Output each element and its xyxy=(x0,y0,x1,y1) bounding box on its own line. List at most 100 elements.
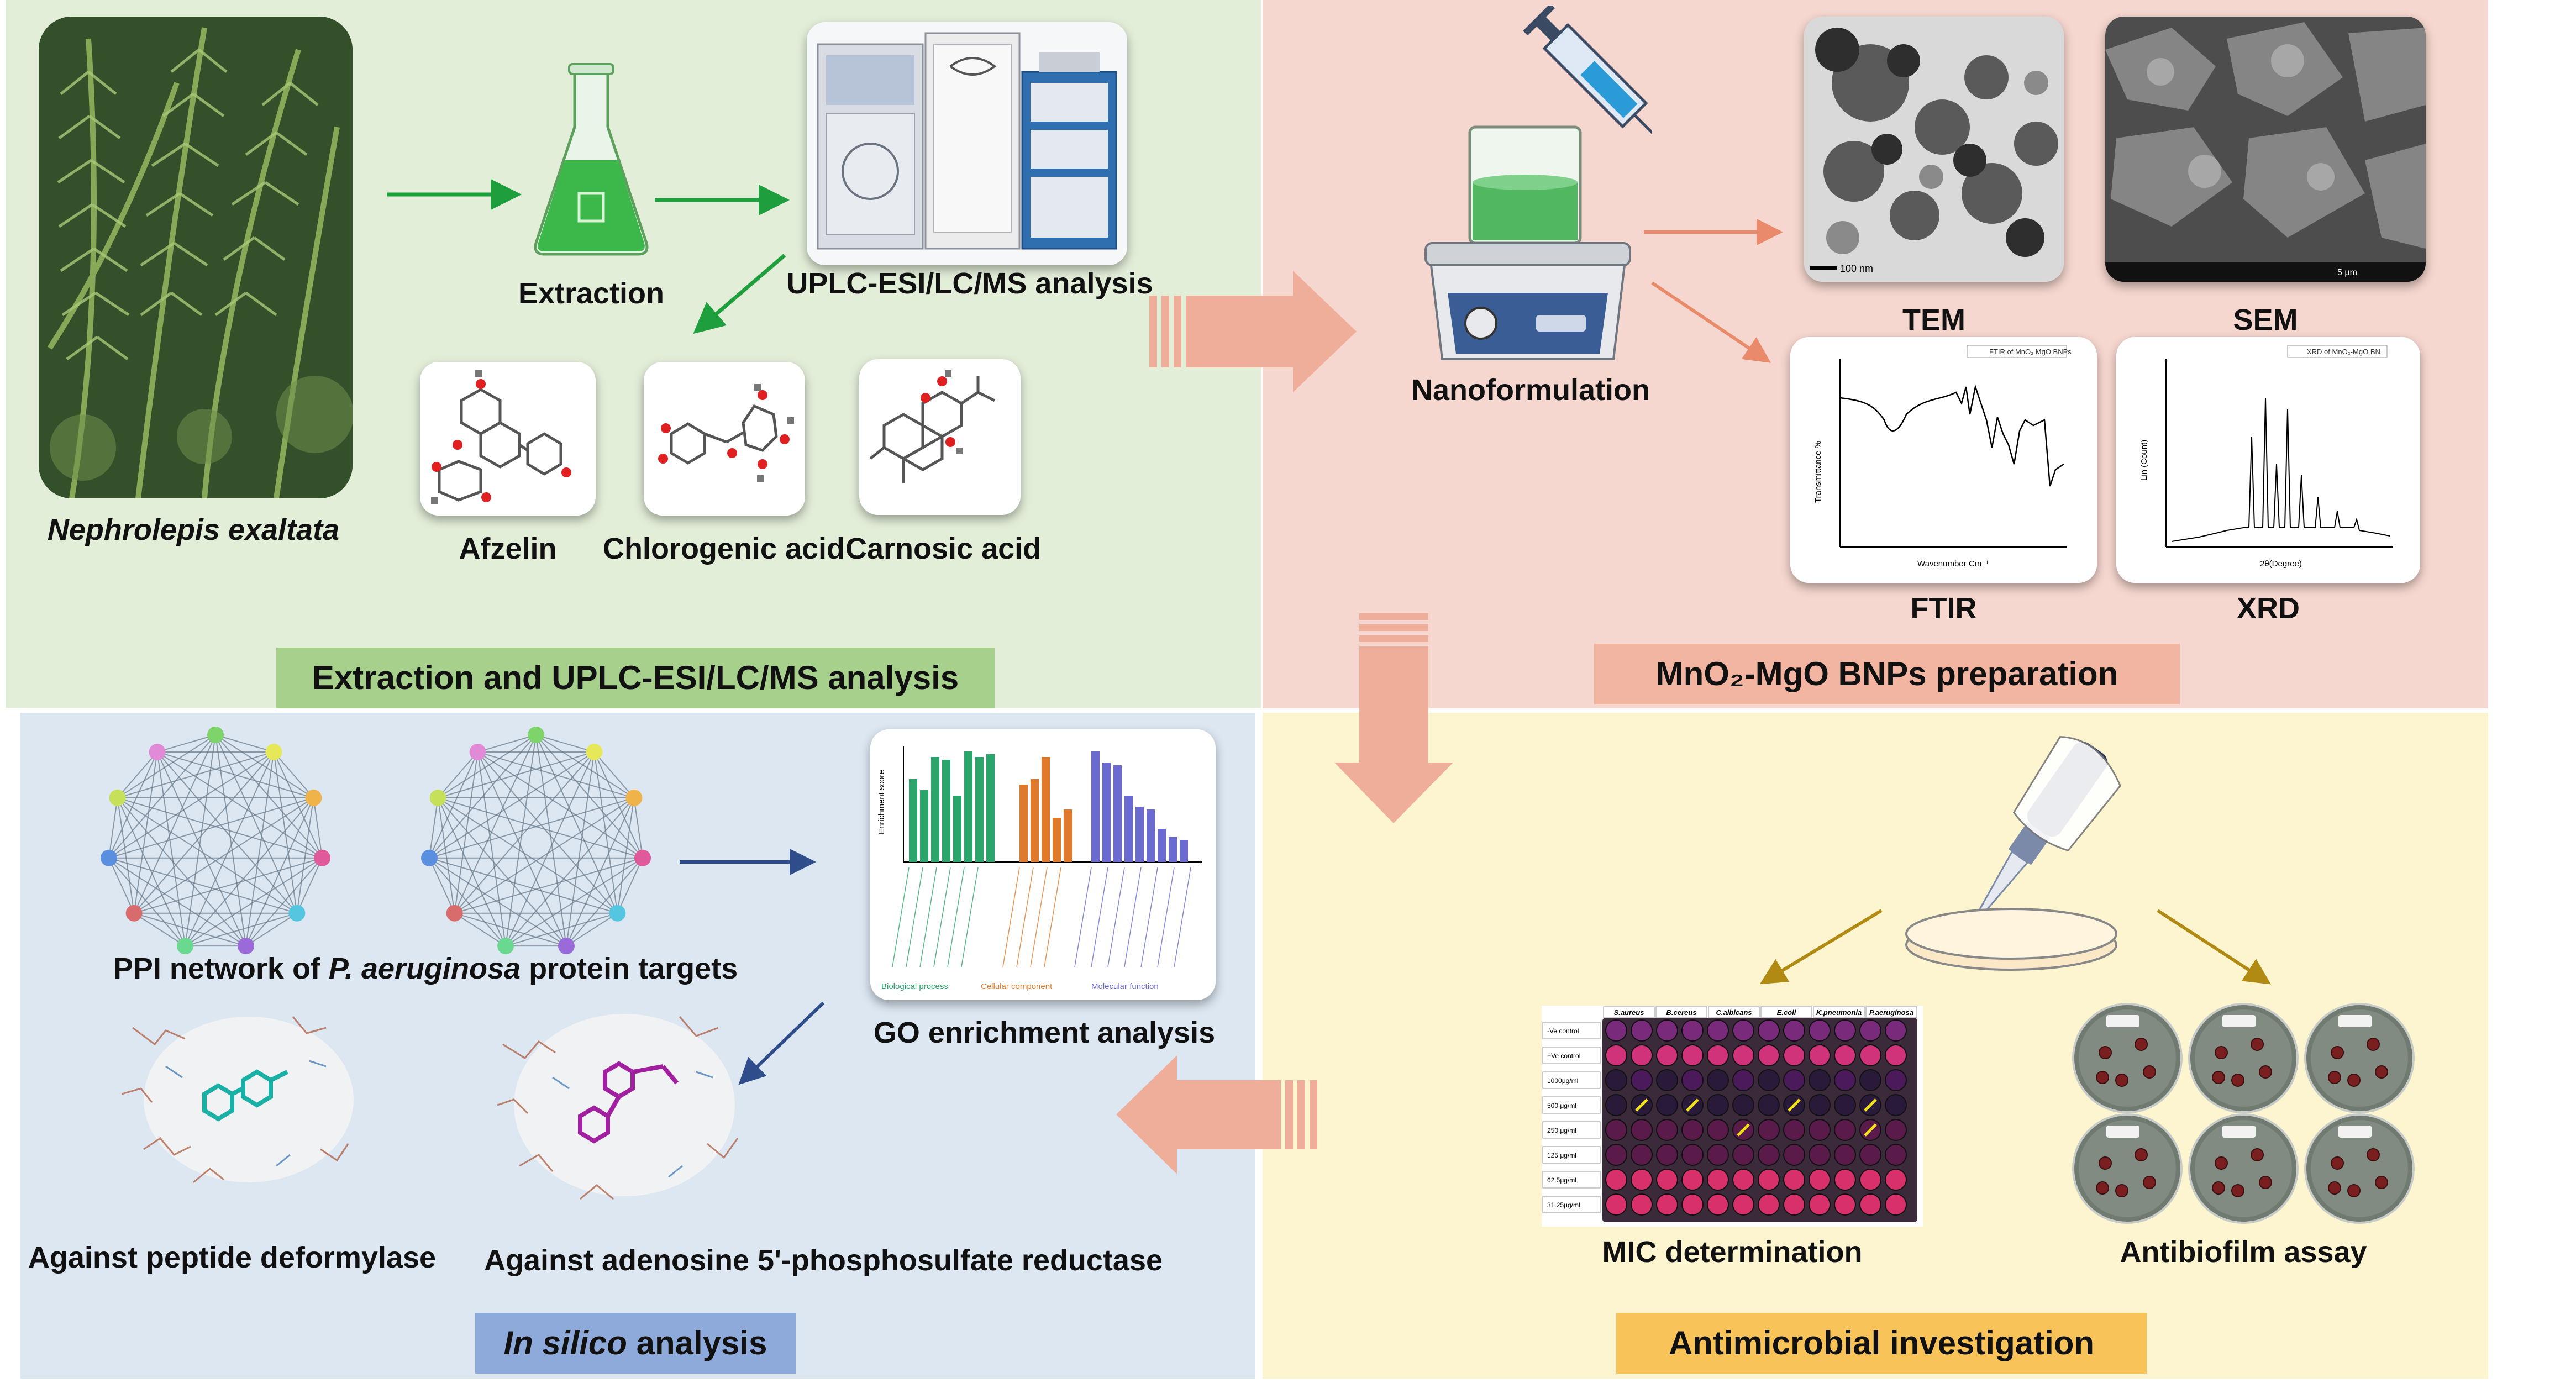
mic-well xyxy=(1605,1119,1627,1141)
ppi-label-prefix: PPI network of xyxy=(113,952,329,985)
mic-well xyxy=(1631,1144,1653,1166)
mic-well xyxy=(1707,1044,1729,1066)
ppi-edge xyxy=(505,734,537,946)
ppi-edge xyxy=(296,797,314,913)
ppi-edge xyxy=(273,751,323,859)
ppi-edge xyxy=(156,751,186,946)
mic-column-header: C.albicans xyxy=(1716,1008,1752,1017)
biofilm-well xyxy=(2375,1065,2388,1079)
ppi-edge xyxy=(117,734,216,798)
big-arrow-down xyxy=(1334,613,1453,823)
ppi-edge xyxy=(566,797,635,946)
tem-scale-label: 100 nm xyxy=(1840,263,1873,274)
mic-well xyxy=(1809,1094,1831,1116)
ppi-edge xyxy=(108,857,297,914)
ftir-legend: FTIR of MnO₂ MgO BNPs xyxy=(1989,348,2072,356)
mic-well xyxy=(1707,1193,1729,1216)
ppi-node xyxy=(634,849,651,866)
go-bar xyxy=(1031,779,1039,862)
ppi-node xyxy=(100,849,117,866)
biofilm-label: Antibiofilm assay xyxy=(2120,1235,2367,1269)
mic-well xyxy=(1732,1044,1754,1066)
ppi-edge xyxy=(185,857,323,946)
mic-well xyxy=(1859,1044,1881,1066)
ppi-edge xyxy=(454,912,567,947)
mic-well xyxy=(1885,1119,1907,1141)
mic-well xyxy=(1834,1044,1856,1066)
mic-row-label: 250 μg/ml xyxy=(1547,1127,1576,1134)
mic-well xyxy=(1859,1144,1881,1166)
ppi-edge xyxy=(117,797,323,859)
biofilm-well xyxy=(2143,1176,2156,1189)
mic-row-label: +Ve control xyxy=(1547,1052,1580,1060)
mic-row-label: 125 μg/ml xyxy=(1547,1151,1576,1159)
ppi-edge xyxy=(617,858,643,914)
biofilm-well xyxy=(2135,1038,2148,1051)
go-bar xyxy=(1019,785,1028,862)
ppi-edge xyxy=(566,858,643,946)
xrd-xlabel: 2θ(Degree) xyxy=(2260,559,2302,569)
biofilm-well xyxy=(2215,1046,2228,1059)
ppi-node xyxy=(528,727,544,743)
go-bar xyxy=(964,751,972,862)
mic-well xyxy=(1809,1169,1831,1191)
ppi-edge xyxy=(133,751,158,913)
ppi-node xyxy=(125,905,143,922)
mic-column-header: S.aureus xyxy=(1614,1008,1644,1017)
mic-well xyxy=(1885,1094,1907,1116)
sem-label: SEM xyxy=(2233,303,2298,336)
mic-well xyxy=(1809,1019,1831,1042)
ppi-edge xyxy=(477,751,507,946)
afzelin-structure xyxy=(420,362,596,516)
sem-scale-label: 5 µm xyxy=(2337,268,2357,277)
ppi-edge xyxy=(215,734,246,946)
mic-well xyxy=(1707,1119,1729,1141)
ppi-edge xyxy=(134,857,323,914)
tem-label: TEM xyxy=(1902,303,1965,336)
ppi-edge xyxy=(215,734,323,859)
mic-well xyxy=(1605,1019,1627,1042)
biofilm-well xyxy=(2099,1046,2112,1059)
mic-well xyxy=(1809,1069,1831,1091)
go-category-bp: Biological process xyxy=(881,982,948,991)
ppi-edge xyxy=(245,797,314,946)
ppi-edge xyxy=(156,751,298,914)
arrow-plate-to-mic xyxy=(1759,909,1883,985)
ppi-edge xyxy=(245,858,323,946)
banner-in-silico: In silico analysis xyxy=(475,1313,796,1374)
extraction-label: Extraction xyxy=(518,277,665,310)
docking-aps-reductase-image xyxy=(497,1014,739,1200)
carnosic-acid-structure xyxy=(859,359,1021,515)
ppi-node xyxy=(420,849,438,866)
mic-well xyxy=(1656,1169,1678,1191)
mic-well xyxy=(1758,1169,1780,1191)
ftir-xlabel: Wavenumber Cm⁻¹ xyxy=(1917,559,1989,569)
uplc-label: UPLC-ESI/LC/MS analysis xyxy=(786,267,1153,300)
ppi-edge xyxy=(477,751,643,859)
go-bar xyxy=(1042,757,1050,862)
ppi-node xyxy=(446,905,463,922)
chlorogenic-acid-structure xyxy=(644,362,805,516)
mic-well xyxy=(1707,1094,1729,1116)
mic-well xyxy=(1656,1094,1678,1116)
plant-label: Nephrolepis exaltata xyxy=(47,513,340,546)
go-bar xyxy=(909,779,917,862)
xrd-ylabel: Lin (Count) xyxy=(2139,440,2149,481)
ppi-edge xyxy=(477,751,567,946)
ppi-edge xyxy=(454,857,643,914)
mic-well xyxy=(1783,1044,1805,1066)
go-bar xyxy=(942,760,950,862)
biofilm-well xyxy=(2215,1156,2228,1170)
ppi-label-species: P. aeruginosa xyxy=(328,952,521,985)
compound-carnosic-acid-label: Carnosic acid xyxy=(845,532,1042,565)
big-arrow-right xyxy=(1149,271,1357,392)
nanoformulation-stirrer-icon xyxy=(1424,6,1652,360)
mic-column-header: B.cereus xyxy=(1666,1008,1697,1017)
mic-well xyxy=(1732,1069,1754,1091)
ppi-edge xyxy=(438,797,643,859)
mic-row-label: 1000μg/ml xyxy=(1547,1077,1578,1085)
mic-well xyxy=(1809,1044,1831,1066)
ppi-edge xyxy=(133,751,275,914)
